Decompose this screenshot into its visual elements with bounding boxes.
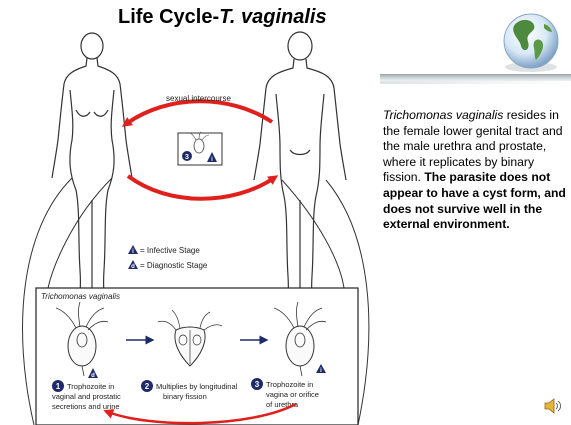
arrow-female-to-male (128, 176, 274, 199)
stage-1-number: 1 (56, 382, 61, 391)
stage-2-line1: Multiplies by longitudinal (156, 382, 238, 391)
center-badge-number: 3 (185, 154, 189, 161)
legend-infective-label: = Infective Stage (140, 246, 200, 255)
stage-3-line2: vagina or orifice (266, 390, 319, 399)
legend: i = Infective Stage d = Diagnostic Stage (128, 245, 208, 270)
transmission-label: sexual intercourse (166, 94, 231, 103)
stage-1-letter: d (91, 373, 95, 379)
stage-3-number: 3 (255, 380, 260, 389)
inset-title: Trichomonas vaginalis (41, 292, 120, 301)
arrow-male-to-female (126, 101, 272, 124)
stage-1-line1: Trophozoite in (67, 382, 114, 391)
stage-3-line1: Trophozoite in (266, 380, 313, 389)
stage-2-line2: binary fission (163, 392, 207, 401)
speaker-icon[interactable] (544, 398, 562, 414)
center-stage-badge: 3 i (178, 132, 222, 165)
stage-1-line3: secretions and urine (52, 402, 120, 411)
legend-diagnostic-letter: d (131, 264, 135, 270)
legend-diagnostic-label: = Diagnostic Stage (140, 261, 208, 270)
stage-1-line2: vaginal and prostatic (52, 392, 121, 401)
male-figure (254, 32, 346, 316)
stage-1-label: 1 Trophozoite in vaginal and prostatic s… (52, 380, 121, 411)
inset-box: Trichomonas vaginalis d (36, 288, 358, 425)
female-figure (52, 33, 132, 312)
stage-2-number: 2 (145, 382, 150, 391)
